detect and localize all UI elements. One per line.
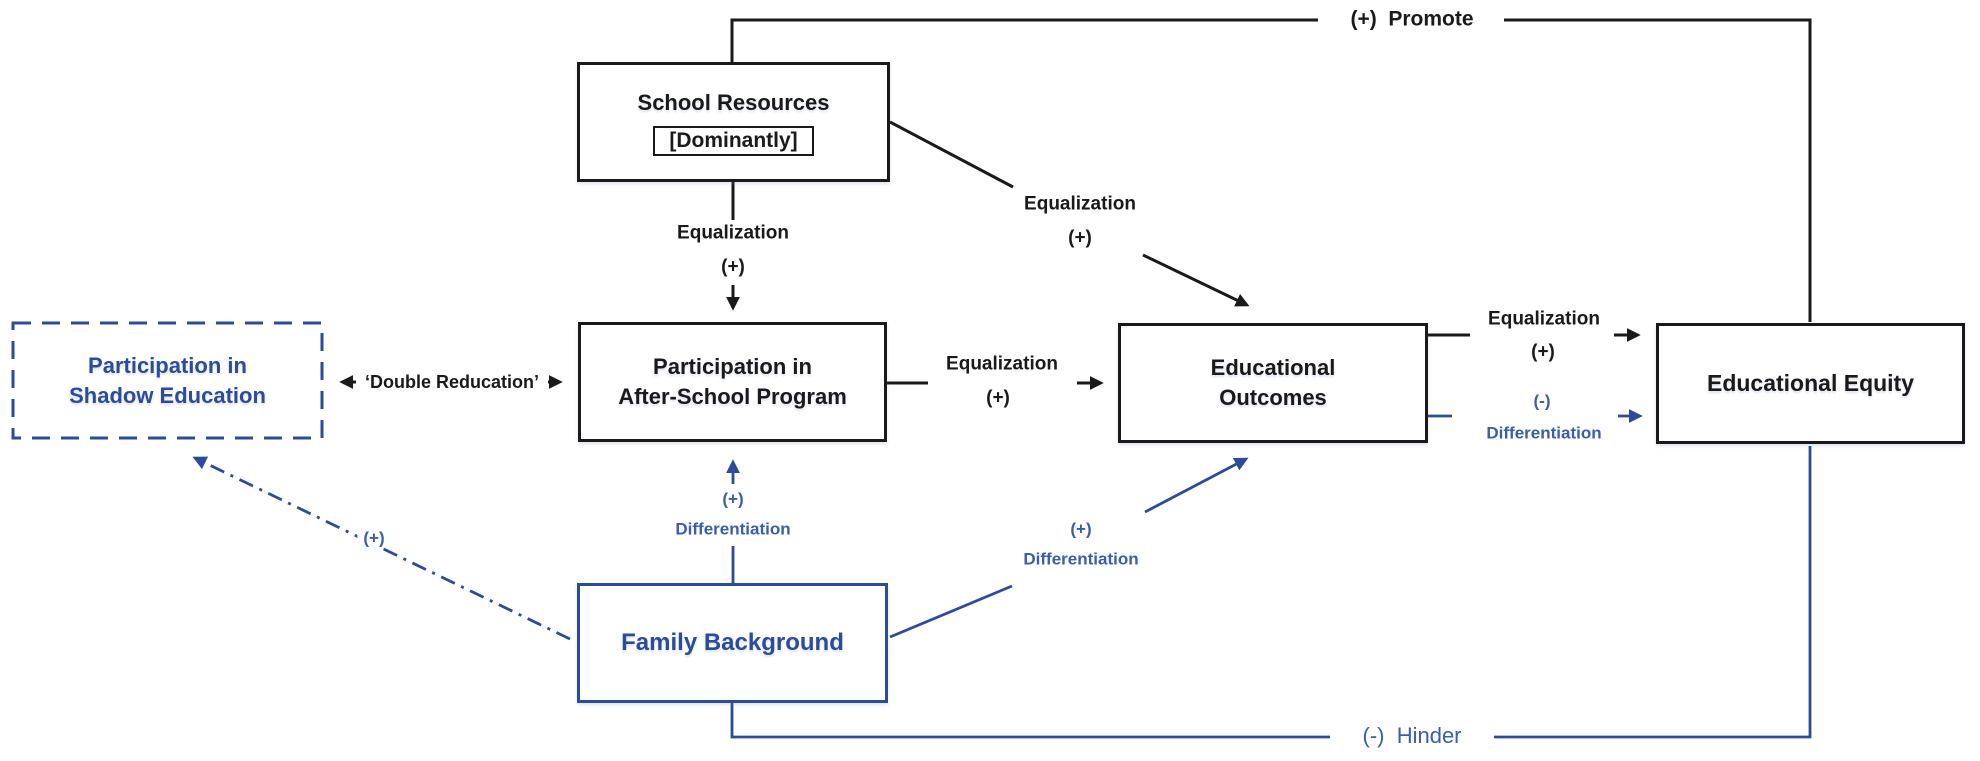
after-school-box: Participation in After-School Program (578, 322, 887, 442)
sr-asp-sign-label: (+) (721, 256, 745, 278)
sr-out-sign-label: (+) (1068, 227, 1092, 249)
hinder-line-left (730, 703, 1330, 739)
shadow-education-line2: Shadow Education (69, 382, 266, 408)
school-resources-title: School Resources (637, 89, 830, 115)
sr-out-equalization-label: Equalization (1024, 193, 1136, 215)
promote-line-right (1504, 18, 1812, 322)
shadow-education-box: Participation in Shadow Education (13, 323, 322, 438)
fam-asp-sign-label: (+) (722, 489, 744, 509)
shadow-education-box-border (11, 321, 324, 440)
after-school-line2: After-School Program (618, 384, 847, 409)
black-connectors (339, 18, 1812, 390)
hinder-line-right (1494, 446, 1812, 739)
hinder-label: (-) Hinder (1362, 723, 1462, 748)
shadow-education-line1: Participation in (88, 352, 247, 378)
sr-out-line-stub (889, 120, 1014, 189)
fam-out-line-stub (889, 584, 1013, 639)
promote-label: (+) Promote (1350, 7, 1474, 31)
out-eq-differentiation-label: Differentiation (1486, 423, 1602, 443)
fam-shadow-dashdot-arrow (192, 456, 571, 641)
family-background-box: Family Background (577, 583, 888, 703)
fam-shadow-sign-label: (+) (357, 528, 391, 548)
fam-asp-differentiation-label: Differentiation (675, 519, 791, 539)
family-background-label: Family Background (621, 628, 844, 656)
educational-outcomes-box: Educational Outcomes (1118, 323, 1428, 443)
fam-out-arrow (1144, 457, 1249, 514)
out-eq-blue-sign-label: (-) (1533, 391, 1551, 411)
educational-equity-label: Educational Equity (1706, 369, 1915, 396)
educational-outcomes-line1: Educational (1210, 355, 1336, 381)
dominantly-tag: [Dominantly] (653, 126, 814, 157)
out-eq-equalization-label: Equalization (1488, 308, 1600, 330)
blue-connectors (11, 321, 1812, 739)
out-eq-sign-label: (+) (1531, 341, 1555, 363)
educational-outcomes-line2: Outcomes (1219, 385, 1327, 410)
educational-outcomes-label: Educational Outcomes (1211, 353, 1336, 412)
double-reduction-label: ‘Double Reducation’ (364, 372, 540, 392)
after-school-label: Participation in After-School Program (618, 352, 847, 411)
fam-out-sign-label: (+) (1070, 519, 1092, 539)
promote-line-left (730, 18, 1318, 62)
shadow-education-label: Participation in Shadow Education (69, 351, 266, 410)
school-resources-box: School Resources [Dominantly] (577, 62, 890, 182)
educational-equity-box: Educational Equity (1656, 323, 1965, 444)
asp-out-sign-label: (+) (986, 387, 1010, 409)
sr-asp-equalization-label: Equalization (677, 222, 789, 244)
asp-out-equalization-label: Equalization (946, 353, 1058, 375)
fam-out-differentiation-label: Differentiation (1023, 549, 1139, 569)
after-school-line1: Participation in (653, 354, 812, 380)
sr-out-arrow (1142, 253, 1250, 307)
